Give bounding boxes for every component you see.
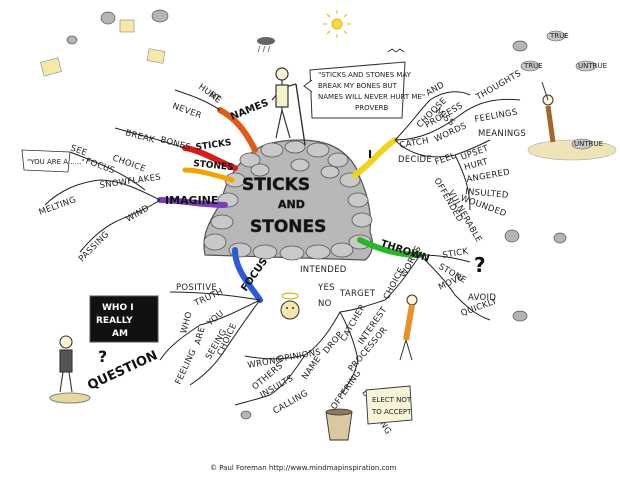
thinking-man-icon bbox=[49, 335, 91, 404]
man-with-flag-icon bbox=[271, 67, 306, 146]
imagine-words: SEE CHOICE FOCUS SNOWFLAKES MELTING WIND… bbox=[21, 143, 162, 264]
word-feel: FEEL bbox=[434, 151, 458, 168]
board-line3: AM bbox=[112, 329, 128, 339]
center-title-line3: STONES bbox=[250, 217, 326, 237]
word-calling: CALLING bbox=[272, 389, 311, 417]
word-and: AND bbox=[425, 80, 447, 99]
flying-stones bbox=[66, 9, 567, 420]
word-you-are: "YOU ARE A......" bbox=[27, 158, 85, 166]
who-i-really-am-board: WHO I REALLY AM bbox=[89, 295, 159, 343]
bucket-icon bbox=[325, 408, 353, 441]
label-imagine: IMAGINE bbox=[165, 194, 218, 207]
word-question: QUESTION bbox=[85, 348, 160, 394]
sun-icon bbox=[323, 10, 351, 38]
board-line2: REALLY bbox=[96, 316, 133, 326]
branch-names bbox=[217, 107, 258, 153]
word-stick: STICK bbox=[442, 247, 470, 261]
elect-not-to-accept-sign: ELECT NOT TO ACCEPT bbox=[365, 385, 413, 425]
word-decide: DECIDE bbox=[398, 155, 432, 165]
pebble-untrue: UNTRUE bbox=[578, 62, 607, 70]
sub-branch-lines bbox=[44, 89, 521, 406]
proverb-banner: "STICKS AND STONES MAY BREAK MY BONES BU… bbox=[303, 61, 425, 119]
proverb-line1: "STICKS AND STONES MAY bbox=[318, 71, 412, 79]
word-target: TARGET bbox=[339, 289, 376, 299]
word-feeling: FEELING bbox=[174, 348, 199, 387]
you-are-bubble bbox=[21, 149, 71, 173]
word-positive: POSITIVE bbox=[176, 283, 217, 293]
branch-stones bbox=[182, 167, 235, 183]
sticks-words: BREAK BONES bbox=[124, 128, 192, 153]
label-i: I bbox=[368, 148, 372, 161]
proverb-source: PROVERB bbox=[355, 104, 389, 112]
branch-sticks bbox=[182, 145, 238, 171]
word-insulted: INSULTED bbox=[465, 187, 509, 201]
word-yes: YES bbox=[317, 283, 335, 293]
word-who: WHO bbox=[179, 311, 194, 335]
word-intended: INTENDED bbox=[300, 265, 347, 275]
pebble-scene: TRUE TRUE UNTRUE UNTRUE bbox=[520, 30, 617, 161]
word-melting: MELTING bbox=[38, 195, 78, 218]
elect-line2: TO ACCEPT bbox=[371, 408, 412, 416]
word-passing: PASSING bbox=[77, 230, 111, 264]
word-are: ARE bbox=[193, 326, 207, 346]
word-offering: OFFERING bbox=[329, 369, 363, 412]
angel-head-icon bbox=[280, 292, 300, 320]
word-avoid: AVOID bbox=[468, 293, 496, 303]
word-catch: CATCH bbox=[399, 136, 430, 151]
word-bones: BONES bbox=[159, 135, 192, 153]
word-snowflakes: SNOWFLAKES bbox=[99, 172, 162, 191]
label-stones: STONES bbox=[193, 159, 234, 173]
proverb-line3: NAMES WILL NEVER HURT ME" bbox=[318, 93, 425, 101]
branch-i bbox=[352, 137, 398, 178]
word-thoughts: THOUGHTS bbox=[474, 69, 524, 103]
word-feelings: FEELINGS bbox=[474, 108, 519, 125]
pebble-untrue2: UNTRUE bbox=[574, 140, 603, 148]
word-no: NO bbox=[318, 299, 332, 309]
center-title-line1: STICKS bbox=[242, 175, 310, 195]
label-names: NAMES bbox=[229, 98, 270, 123]
branch-focus bbox=[232, 247, 263, 303]
center-title-line2: AND bbox=[278, 198, 305, 211]
question-mark-thrown: ? bbox=[474, 253, 486, 277]
rain-cloud-icon bbox=[257, 37, 275, 53]
board-line1: WHO I bbox=[102, 303, 134, 313]
word-wind: WIND bbox=[125, 203, 152, 224]
birds-icon bbox=[387, 48, 405, 53]
branch-thrown bbox=[357, 237, 423, 258]
word-see: SEE bbox=[69, 143, 88, 158]
notes bbox=[40, 19, 166, 77]
proverb-line2: BREAK MY BONES BUT bbox=[318, 82, 398, 90]
word-break: BREAK bbox=[124, 128, 156, 145]
pebble-true2: TRUE bbox=[523, 62, 543, 70]
elect-line1: ELECT NOT bbox=[372, 396, 412, 404]
footer-credit: © Paul Foreman http://www.mindmapinspira… bbox=[210, 464, 397, 472]
word-you: YOU bbox=[205, 309, 226, 329]
rock-pile: STICKS AND STONES bbox=[203, 139, 374, 261]
word-meanings: MEANINGS bbox=[478, 129, 526, 139]
branch-imagine bbox=[157, 197, 228, 208]
label-sticks: STICKS bbox=[195, 138, 232, 153]
pebble-true: TRUE bbox=[549, 32, 569, 40]
catcher-man-icon bbox=[399, 294, 418, 361]
question-mark-focus: ? bbox=[98, 347, 107, 366]
names-words: HURT ME NEVER bbox=[171, 82, 223, 121]
word-never: NEVER bbox=[171, 101, 203, 121]
